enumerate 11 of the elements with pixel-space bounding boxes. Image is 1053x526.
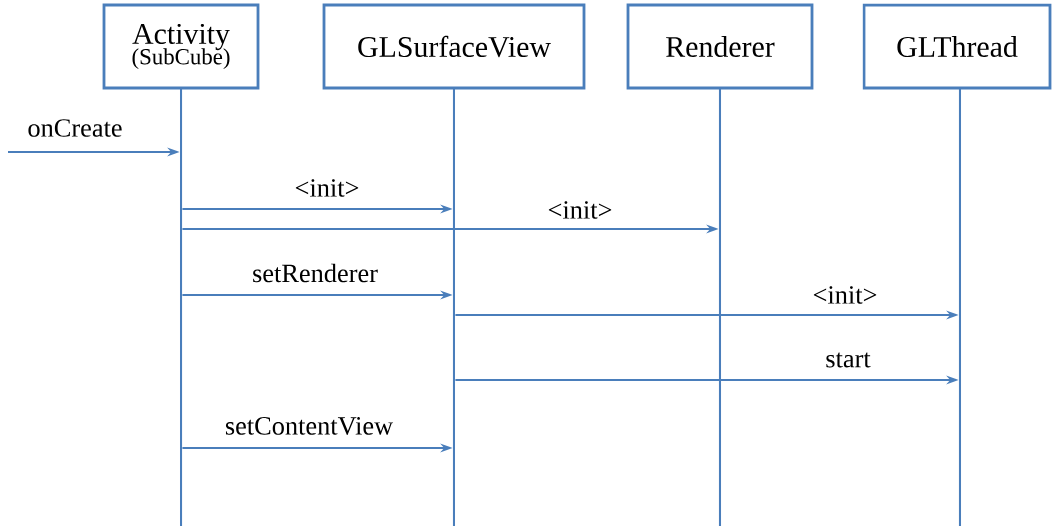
lifeline-header-box: GLSurfaceView <box>322 3 586 90</box>
edge-label: start <box>823 350 873 370</box>
edge-label: <init> <box>545 199 615 221</box>
lifeline-header-box: Activity (SubCube) <box>102 3 260 90</box>
lifeline-header-box: GLThread <box>862 3 1052 90</box>
edge-label: setRenderer <box>250 261 380 284</box>
lifeline-header-box: Renderer <box>626 3 814 90</box>
edge-label: onCreate <box>25 117 125 139</box>
edge-label: setContentView <box>223 415 395 437</box>
edge-label: <init> <box>810 284 880 306</box>
edge-label: <init> <box>292 177 362 199</box>
